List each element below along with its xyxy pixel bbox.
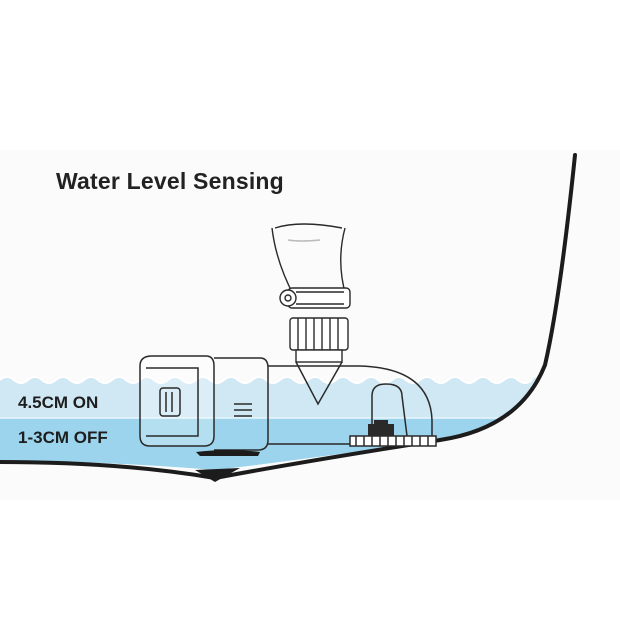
connector-nut-icon [289, 317, 349, 363]
off-level-label: 1-3CM OFF [18, 428, 108, 447]
page-title: Water Level Sensing [56, 168, 284, 194]
pump-icon [139, 355, 437, 451]
on-level-label: 4.5CM ON [18, 393, 99, 412]
keel-mark [195, 468, 240, 482]
pump-base [196, 450, 260, 456]
clamp-icon [279, 287, 351, 309]
water-surface-line [0, 376, 533, 384]
